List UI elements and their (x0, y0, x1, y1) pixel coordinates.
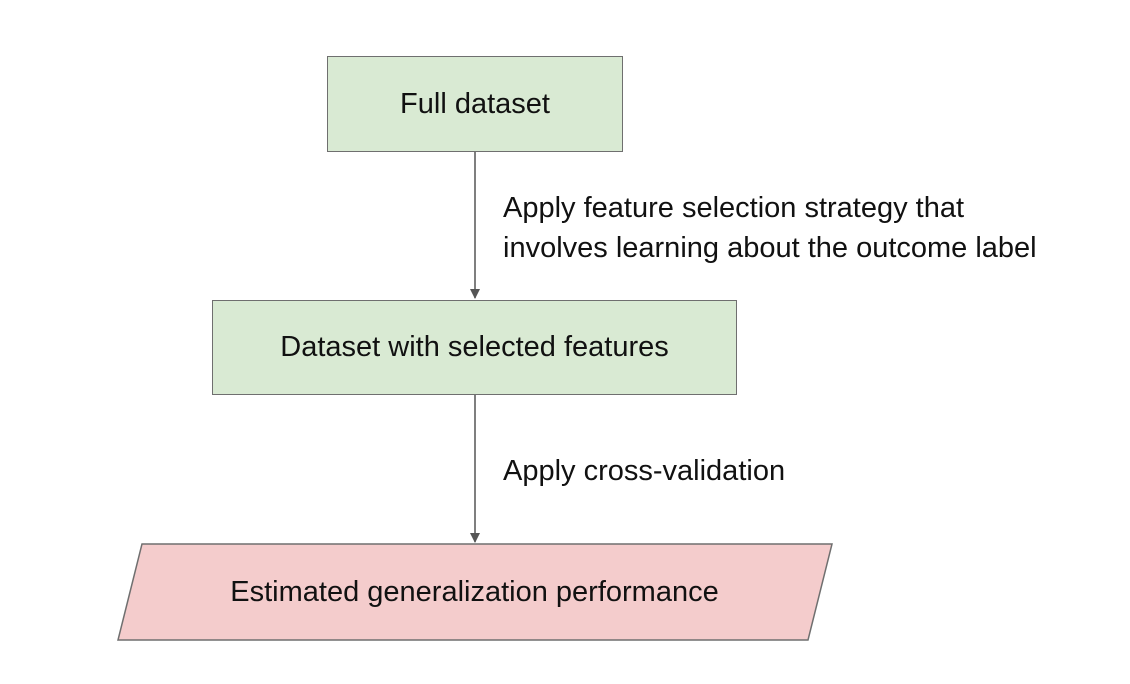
node-full-dataset-label: Full dataset (400, 87, 550, 120)
node-full-dataset: Full dataset (327, 56, 623, 152)
output-parallelogram-shape (117, 543, 833, 641)
node-dataset-with-selected-features-label: Dataset with selected features (280, 331, 669, 363)
node-estimated-generalization-performance-label: Estimated generalization performance (230, 575, 719, 608)
edge-label-feature-selection-line2: involves learning about the outcome labe… (503, 232, 1037, 264)
edge-label-feature-selection: Apply feature selection strategy that in… (503, 188, 1037, 268)
node-estimated-generalization-performance: Estimated generalization performance (117, 544, 832, 640)
edge-label-cross-validation-text: Apply cross-validation (503, 455, 786, 487)
edge-label-feature-selection-line1: Apply feature selection strategy that (503, 192, 965, 224)
edge-label-cross-validation: Apply cross-validation (503, 451, 785, 491)
node-dataset-with-selected-features: Dataset with selected features (212, 300, 737, 395)
